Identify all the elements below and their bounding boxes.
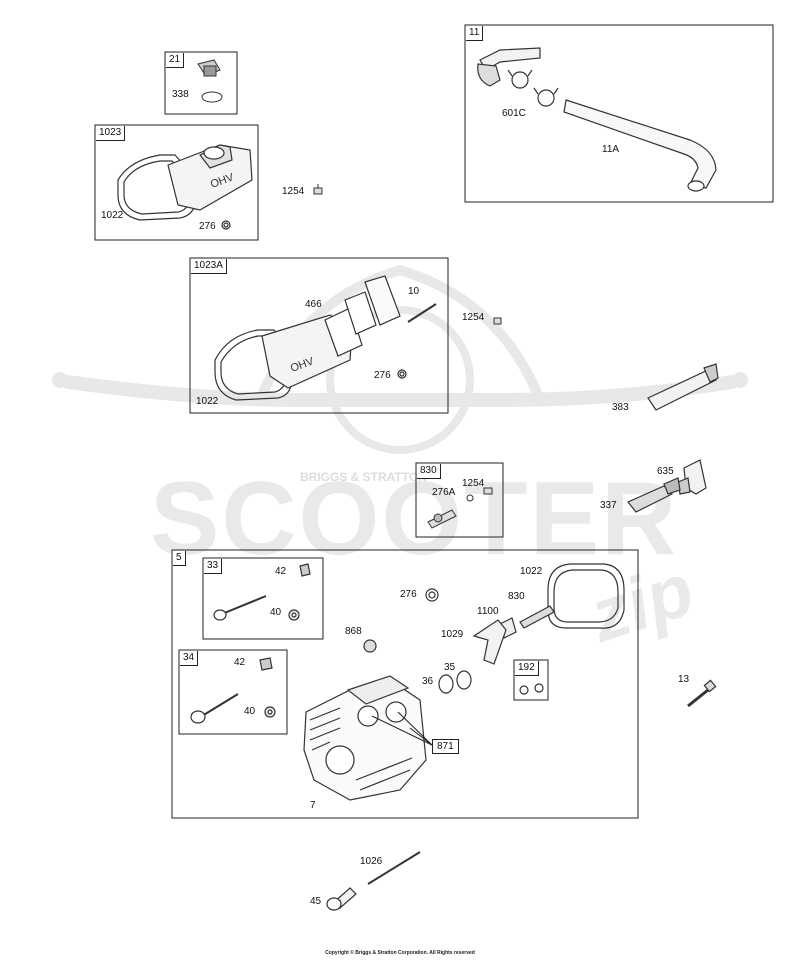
- watermark-logo-shape: [52, 264, 748, 454]
- group-tag-830: 830: [417, 464, 441, 479]
- group-tag-11: 11: [466, 26, 484, 41]
- label-10: 10: [408, 286, 420, 297]
- label-13: 13: [678, 674, 690, 685]
- group-tag-1023: 1023: [96, 126, 126, 141]
- label-276-a: 276: [199, 221, 216, 232]
- label-42-a: 42: [275, 566, 287, 577]
- label-1022-a: 1022: [101, 210, 124, 221]
- group-tag-21: 21: [166, 53, 185, 68]
- label-338: 338: [172, 89, 189, 100]
- label-868: 868: [345, 626, 362, 637]
- label-40-a: 40: [270, 607, 282, 618]
- label-36: 36: [422, 676, 434, 687]
- label-1022-b: 1022: [196, 396, 219, 407]
- box-21: [164, 51, 238, 115]
- label-1029: 1029: [441, 629, 464, 640]
- box-1023: [94, 124, 259, 241]
- label-42-b: 42: [234, 657, 246, 668]
- cylinder-head-art: [303, 675, 427, 801]
- group-tag-34: 34: [180, 651, 199, 666]
- label-276-b: 276: [374, 370, 391, 381]
- group-tag-5: 5: [173, 551, 186, 566]
- label-11A: 11A: [602, 144, 620, 155]
- box-33: [202, 557, 324, 640]
- label-635: 635: [657, 466, 674, 477]
- label-40-b: 40: [244, 706, 256, 717]
- label-337: 337: [600, 500, 617, 511]
- label-1254-c: 1254: [462, 478, 485, 489]
- box-5: [171, 549, 639, 819]
- label-276A: 276A: [432, 487, 456, 498]
- group-tag-33: 33: [204, 559, 223, 574]
- box-1023A: [189, 257, 449, 414]
- box-11: [464, 24, 774, 203]
- group-tag-1023A: 1023A: [191, 259, 227, 274]
- copyright-notice: Copyright © Briggs & Stratton Corporatio…: [325, 950, 475, 956]
- label-830: 830: [508, 591, 525, 602]
- label-1026: 1026: [360, 856, 383, 867]
- box-34: [178, 649, 288, 735]
- callout-871: 871: [432, 739, 459, 754]
- label-7: 7: [310, 800, 316, 811]
- label-45: 45: [310, 896, 322, 907]
- label-466: 466: [305, 299, 322, 310]
- label-601C: 601C: [502, 108, 526, 119]
- label-1254-a: 1254: [282, 186, 305, 197]
- box-192: [513, 659, 549, 701]
- label-1100: 1100: [477, 606, 499, 617]
- label-1254-b: 1254: [462, 312, 485, 323]
- label-1022-c: 1022: [520, 566, 543, 577]
- label-383: 383: [612, 402, 629, 413]
- label-35: 35: [444, 662, 456, 673]
- group-tag-192: 192: [515, 661, 539, 676]
- box-830: [415, 462, 504, 538]
- label-276-c: 276: [400, 589, 417, 600]
- watermark-badge: BRIGGS & STRATTON: [300, 470, 427, 484]
